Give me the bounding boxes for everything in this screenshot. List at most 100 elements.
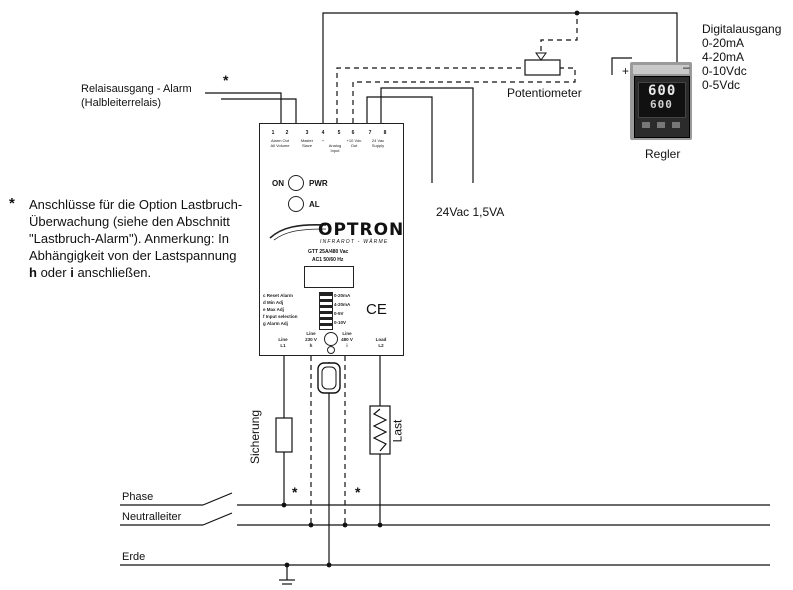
ct-hole: [327, 346, 335, 354]
dip-label-0-10v: 0-10V: [334, 320, 347, 325]
note-text-pre: Anschlüsse für die Option Lastbruch-Über…: [29, 197, 243, 263]
supply-label: 24Vac 1,5VA: [436, 205, 505, 219]
terminal-line-l1: Line: [278, 337, 288, 342]
terminal-label-analog: Analog: [328, 143, 342, 148]
terminal-label-24vac: 24 Vac: [371, 138, 385, 143]
frequency-label: AC1 50/60 Hz: [312, 257, 344, 263]
terminal-label-plus: +: [321, 138, 325, 143]
fuse-symbol: [275, 417, 293, 453]
switch-phase: [202, 492, 233, 506]
wire-pot-end-b: [352, 67, 576, 123]
relay-output-label: Relaisausgang - Alarm: [81, 83, 192, 95]
load-label: Last: [390, 419, 405, 443]
terminal-label-alarm: Alarm Out: [270, 138, 289, 143]
terminal-line-230-sub: 230 V: [305, 337, 317, 342]
terminal-i-letter: i: [346, 343, 348, 348]
note-h: h: [29, 265, 37, 280]
terminal-label-master: Master: [300, 138, 314, 143]
digital-output-range-0-20ma: 0-20mA: [702, 36, 745, 50]
controller-button[interactable]: [672, 122, 680, 128]
wire-relay-a: [205, 92, 282, 123]
terminal-sublabel-out: Out: [350, 143, 358, 148]
setting-max-adj: e Max Adj: [263, 307, 284, 312]
potentiometer-wiper-arrow: [535, 52, 547, 61]
controller-display-upper: 600: [648, 83, 677, 99]
switch-neutral: [202, 512, 233, 526]
wire-controller-minus: [611, 57, 632, 75]
terminal-sublabel-input: Input: [330, 148, 340, 153]
fuse-label: Sicherung: [248, 409, 263, 465]
wire-relay-b: [221, 98, 297, 123]
pwr-led: [288, 175, 304, 191]
controller-plus-label: +: [622, 64, 630, 78]
note-text-post: anschließen.: [73, 265, 152, 280]
setting-input-selection: f Input selection: [263, 314, 298, 319]
setting-reset-alarm: c Reset Alarm: [263, 293, 293, 298]
terminal-line-480-sub: 480 V: [341, 337, 353, 342]
wire-pot-wiper: [540, 13, 578, 60]
terminal-line-l1-sub: L1: [280, 343, 286, 348]
note-asterisk: *: [9, 195, 15, 212]
dip-switch-block[interactable]: [319, 292, 333, 330]
setting-alarm-adj: g Alarm Adj: [263, 321, 288, 326]
note-text-mid: oder: [36, 265, 71, 280]
terminal-sublabel-all-volume: All Volume: [270, 143, 290, 148]
controller-unit: 600 600: [630, 62, 692, 140]
ct-screw-terminal[interactable]: [324, 332, 338, 346]
optron-device: 1 2 3 4 5 6 7 8 Alarm Out All Volume Mas…: [259, 123, 404, 356]
dip-label-0-20ma: 0-20mA: [334, 293, 351, 298]
terminal-8[interactable]: 8: [383, 130, 387, 136]
display-window: [304, 266, 354, 288]
terminal-5[interactable]: 5: [337, 130, 341, 136]
wire-controller-plus: [322, 12, 678, 123]
asterisk-i: *: [355, 484, 361, 500]
controller-label: Regler: [645, 147, 681, 161]
optron-logo-swoosh: [269, 224, 327, 241]
terminal-label-supply: Supply: [371, 143, 385, 148]
terminal-1[interactable]: 1: [271, 130, 275, 136]
terminal-h-letter: h: [309, 343, 313, 348]
on-label: ON: [272, 179, 284, 188]
potentiometer-body: [524, 59, 561, 76]
terminal-label-10vdc: +10 Vdc: [346, 138, 362, 143]
controller-button[interactable]: [657, 122, 665, 128]
brand-logo: OPTRON: [318, 220, 405, 240]
setting-min-adj: d Min Adj: [263, 300, 284, 305]
terminal-2[interactable]: 2: [285, 130, 289, 136]
digital-output-range-4-20ma: 4-20mA: [702, 50, 745, 64]
relay-asterisk: *: [223, 72, 229, 88]
potentiometer-label: Potentiometer: [507, 86, 582, 100]
model-label: GTT 25A/480 Vac: [308, 249, 349, 255]
option-note: Anschlüsse für die Option Lastbruch-Über…: [29, 196, 244, 281]
digital-output-title: Digitalausgang: [702, 22, 782, 36]
alarm-led: [288, 196, 304, 212]
terminal-sublabel-slave: Slave: [301, 143, 312, 148]
wire-supply-1: [366, 96, 433, 183]
controller-button[interactable]: [642, 122, 650, 128]
neutral-label: Neutralleiter: [122, 511, 182, 523]
relay-output-sublabel: (Halbleiterrelais): [81, 97, 162, 109]
terminal-3[interactable]: 3: [305, 130, 309, 136]
digital-output-range-0-5vdc: 0-5Vdc: [702, 78, 741, 92]
terminal-load-l2: Load: [375, 337, 387, 342]
dip-label-0-5v: 0-5V: [334, 311, 344, 316]
controller-minus-label: –: [683, 60, 690, 74]
al-label: AL: [309, 200, 320, 209]
terminal-7[interactable]: 7: [368, 130, 372, 136]
wire-supply-2: [380, 87, 474, 183]
digital-output-range-0-10vdc: 0-10Vdc: [702, 64, 747, 78]
terminal-load-l2-sub: L2: [378, 343, 384, 348]
pwr-label: PWR: [309, 179, 328, 188]
brand-subtitle: INFRAROT - WÄRME: [320, 239, 389, 245]
note-i: i: [70, 265, 74, 280]
wire-pot-end-a: [336, 67, 525, 123]
terminal-line-230: Line: [306, 331, 316, 336]
phase-label: Phase: [122, 491, 154, 503]
earth-label: Erde: [122, 551, 146, 563]
terminal-4[interactable]: 4: [321, 130, 325, 136]
load-symbol: [369, 405, 391, 455]
terminal-6[interactable]: 6: [351, 130, 355, 136]
dip-label-4-20ma: 4-20mA: [334, 302, 351, 307]
controller-display-lower: 600: [650, 98, 673, 111]
